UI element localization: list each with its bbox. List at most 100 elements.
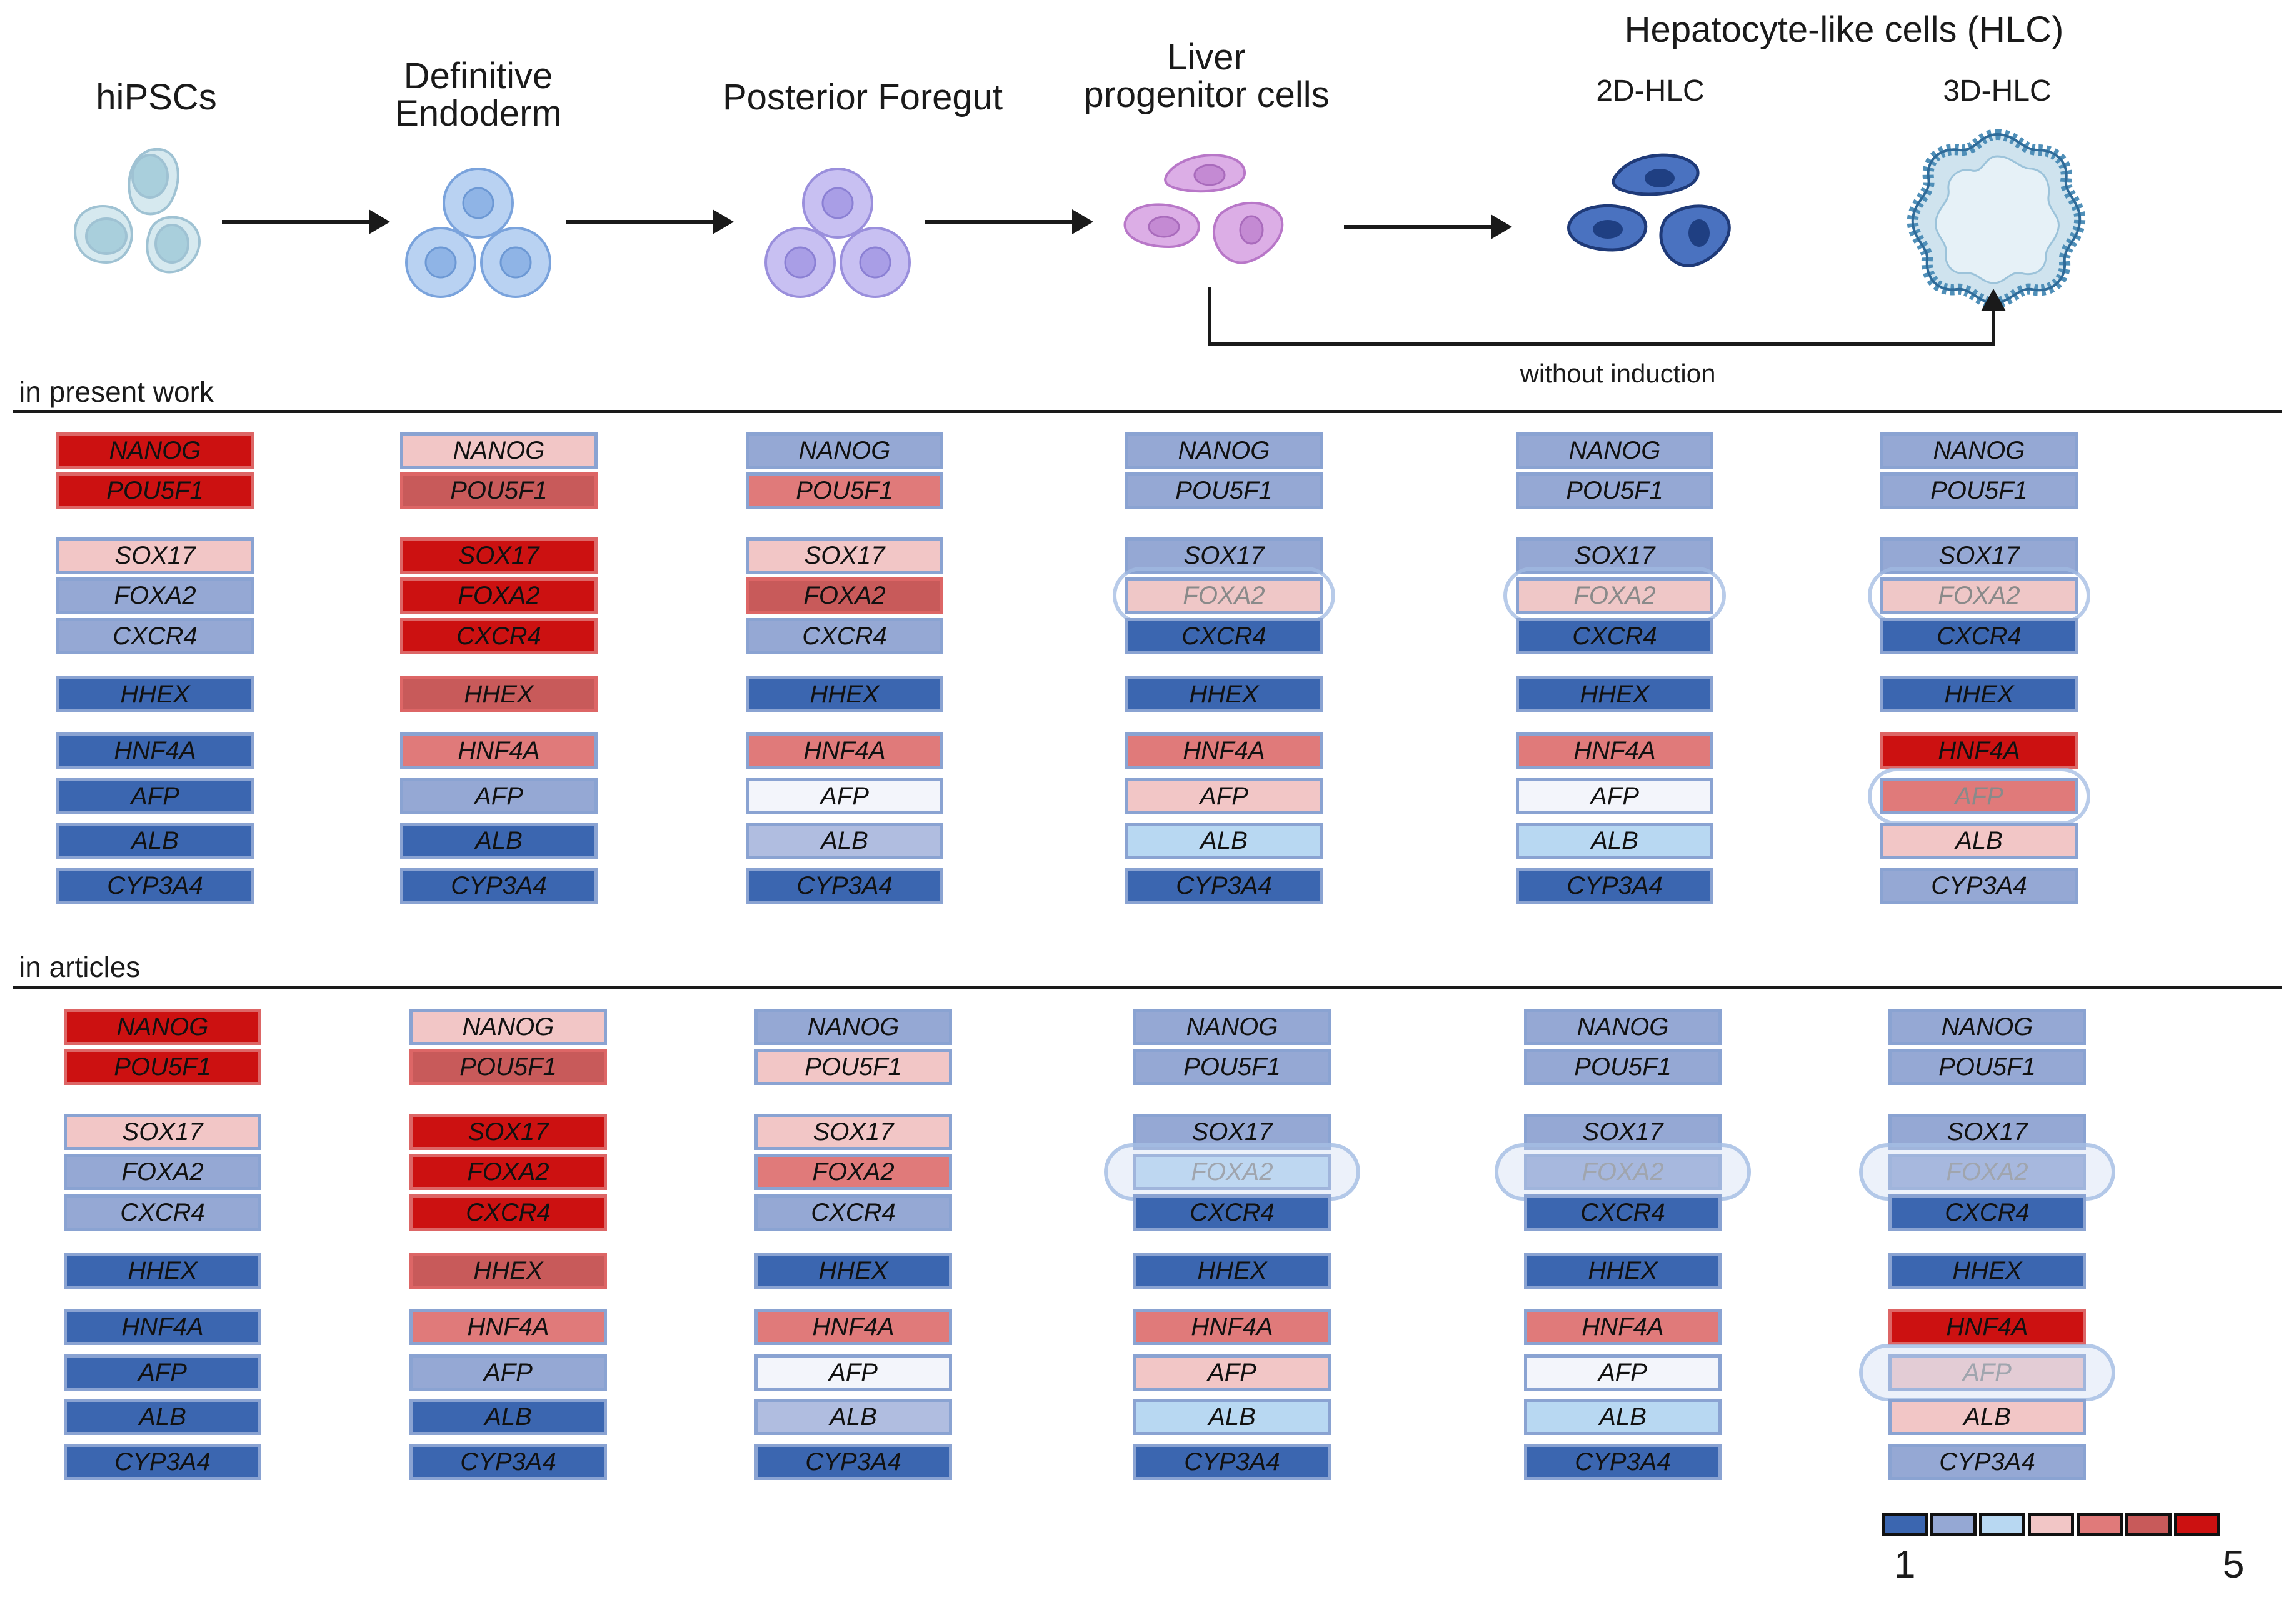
gene-cell-cxcr4: CXCR4 <box>400 618 598 654</box>
gene-cell-cxcr4: CXCR4 <box>409 1194 607 1231</box>
liver-progenitor-cells-icon <box>1123 154 1284 264</box>
gene-cell-cxcr4: CXCR4 <box>1516 618 1713 654</box>
gene-cell-cyp3a4: CYP3A4 <box>64 1444 261 1480</box>
definitive-endoderm-cells-icon <box>405 168 551 298</box>
gene-cell-sox17: SOX17 <box>1516 538 1713 574</box>
gene-cell-pou5f1: POU5F1 <box>1880 472 2078 509</box>
gene-cell-alb: ALB <box>56 822 254 859</box>
gene-cell-afp: AFP <box>400 778 598 814</box>
gene-cell-cyp3a4: CYP3A4 <box>1133 1444 1331 1480</box>
gene-cell-afp: AFP <box>64 1354 261 1391</box>
gene-cell-pou5f1: POU5F1 <box>1524 1049 1722 1085</box>
gene-cell-alb: ALB <box>409 1399 607 1435</box>
gene-cell-foxa2: FOXA2 <box>1524 1154 1722 1190</box>
legend-swatch <box>2077 1512 2123 1536</box>
gene-cell-hhex: HHEX <box>1888 1252 2086 1289</box>
gene-cell-nanog: NANOG <box>1516 432 1713 469</box>
gene-cell-afp: AFP <box>1880 778 2078 814</box>
gene-cell-nanog: NANOG <box>1125 432 1323 469</box>
gene-cell-afp: AFP <box>1888 1354 2086 1391</box>
gene-cell-sox17: SOX17 <box>754 1114 952 1150</box>
gene-cell-sox17: SOX17 <box>1133 1114 1331 1150</box>
gene-cell-hhex: HHEX <box>1880 676 2078 712</box>
gene-cell-sox17: SOX17 <box>1125 538 1323 574</box>
section-divider-present-work <box>13 410 2282 413</box>
gene-cell-foxa2: FOXA2 <box>754 1154 952 1190</box>
gene-cell-foxa2: FOXA2 <box>1125 578 1323 614</box>
gene-cell-nanog: NANOG <box>754 1009 952 1045</box>
legend-min-label: 1 <box>1894 1543 1916 1586</box>
arrow-2-head <box>713 209 734 234</box>
gene-cell-hnf4a: HNF4A <box>1524 1309 1722 1345</box>
gene-cell-sox17: SOX17 <box>1888 1114 2086 1150</box>
legend-swatch <box>2125 1512 2172 1536</box>
gene-cell-alb: ALB <box>1880 822 2078 859</box>
gene-cell-cyp3a4: CYP3A4 <box>400 868 598 904</box>
gene-cell-cxcr4: CXCR4 <box>64 1194 261 1231</box>
gene-cell-hhex: HHEX <box>1516 676 1713 712</box>
posterior-foregut-cells-icon <box>764 168 911 298</box>
gene-cell-afp: AFP <box>409 1354 607 1391</box>
hlc-3d-title: 3D-HLC <box>1943 74 2052 108</box>
hlc-2d-cells-icon <box>1567 153 1731 268</box>
gene-cell-cyp3a4: CYP3A4 <box>1888 1444 2086 1480</box>
gene-cell-nanog: NANOG <box>1888 1009 2086 1045</box>
arrow-2-line <box>566 220 716 224</box>
gene-cell-alb: ALB <box>1516 822 1713 859</box>
gene-cell-nanog: NANOG <box>1524 1009 1722 1045</box>
legend-max-label: 5 <box>2223 1543 2245 1586</box>
gene-cell-cxcr4: CXCR4 <box>1133 1194 1331 1231</box>
gene-cell-hhex: HHEX <box>56 676 254 712</box>
gene-cell-afp: AFP <box>1516 778 1713 814</box>
gene-cell-nanog: NANOG <box>64 1009 261 1045</box>
gene-cell-cyp3a4: CYP3A4 <box>1524 1444 1722 1480</box>
gene-cell-hnf4a: HNF4A <box>56 732 254 769</box>
gene-cell-foxa2: FOXA2 <box>1516 578 1713 614</box>
gene-cell-afp: AFP <box>1133 1354 1331 1391</box>
gene-cell-pou5f1: POU5F1 <box>1133 1049 1331 1085</box>
gene-cell-afp: AFP <box>56 778 254 814</box>
gene-cell-alb: ALB <box>1524 1399 1722 1435</box>
gene-cell-hnf4a: HNF4A <box>746 732 943 769</box>
gene-cell-cxcr4: CXCR4 <box>754 1194 952 1231</box>
arrow-3-line <box>925 220 1075 224</box>
gene-cell-nanog: NANOG <box>746 432 943 469</box>
bypass-arrow-horizontal <box>1208 342 1995 346</box>
stage-title-hipscs: hiPSCs <box>96 77 217 118</box>
gene-cell-pou5f1: POU5F1 <box>746 472 943 509</box>
gene-cell-cxcr4: CXCR4 <box>56 618 254 654</box>
gene-cell-hnf4a: HNF4A <box>1880 732 2078 769</box>
hlc-3d-organoid-icon <box>1907 128 2086 309</box>
stage-title-definitive-endoderm: Definitive Endoderm <box>394 56 562 134</box>
gene-cell-foxa2: FOXA2 <box>64 1154 261 1190</box>
gene-cell-alb: ALB <box>400 822 598 859</box>
hlc-2d-title: 2D-HLC <box>1596 74 1705 108</box>
gene-cell-cxcr4: CXCR4 <box>1888 1194 2086 1231</box>
gene-cell-afp: AFP <box>746 778 943 814</box>
gene-cell-hhex: HHEX <box>1524 1252 1722 1289</box>
gene-cell-alb: ALB <box>754 1399 952 1435</box>
gene-cell-hnf4a: HNF4A <box>1516 732 1713 769</box>
hlc-group-title: Hepatocyte-like cells (HLC) <box>1624 9 2064 50</box>
gene-cell-hnf4a: HNF4A <box>64 1309 261 1345</box>
arrow-3-head <box>1072 209 1093 234</box>
gene-cell-foxa2: FOXA2 <box>56 578 254 614</box>
gene-cell-cyp3a4: CYP3A4 <box>1516 868 1713 904</box>
gene-cell-cxcr4: CXCR4 <box>1524 1194 1722 1231</box>
gene-cell-alb: ALB <box>746 822 943 859</box>
arrow-1-line <box>222 220 372 224</box>
gene-cell-cyp3a4: CYP3A4 <box>409 1444 607 1480</box>
gene-cell-hhex: HHEX <box>746 676 943 712</box>
gene-cell-foxa2: FOXA2 <box>400 578 598 614</box>
gene-cell-cxcr4: CXCR4 <box>746 618 943 654</box>
gene-cell-afp: AFP <box>1125 778 1323 814</box>
gene-cell-hhex: HHEX <box>754 1252 952 1289</box>
bypass-arrow-head <box>1981 289 2006 311</box>
gene-cell-hnf4a: HNF4A <box>400 732 598 769</box>
gene-cell-sox17: SOX17 <box>1880 538 2078 574</box>
section-label-articles: in articles <box>19 951 141 983</box>
gene-cell-nanog: NANOG <box>409 1009 607 1045</box>
gene-cell-alb: ALB <box>1888 1399 2086 1435</box>
without-induction-label: without induction <box>1520 359 1716 388</box>
gene-cell-hnf4a: HNF4A <box>1125 732 1323 769</box>
